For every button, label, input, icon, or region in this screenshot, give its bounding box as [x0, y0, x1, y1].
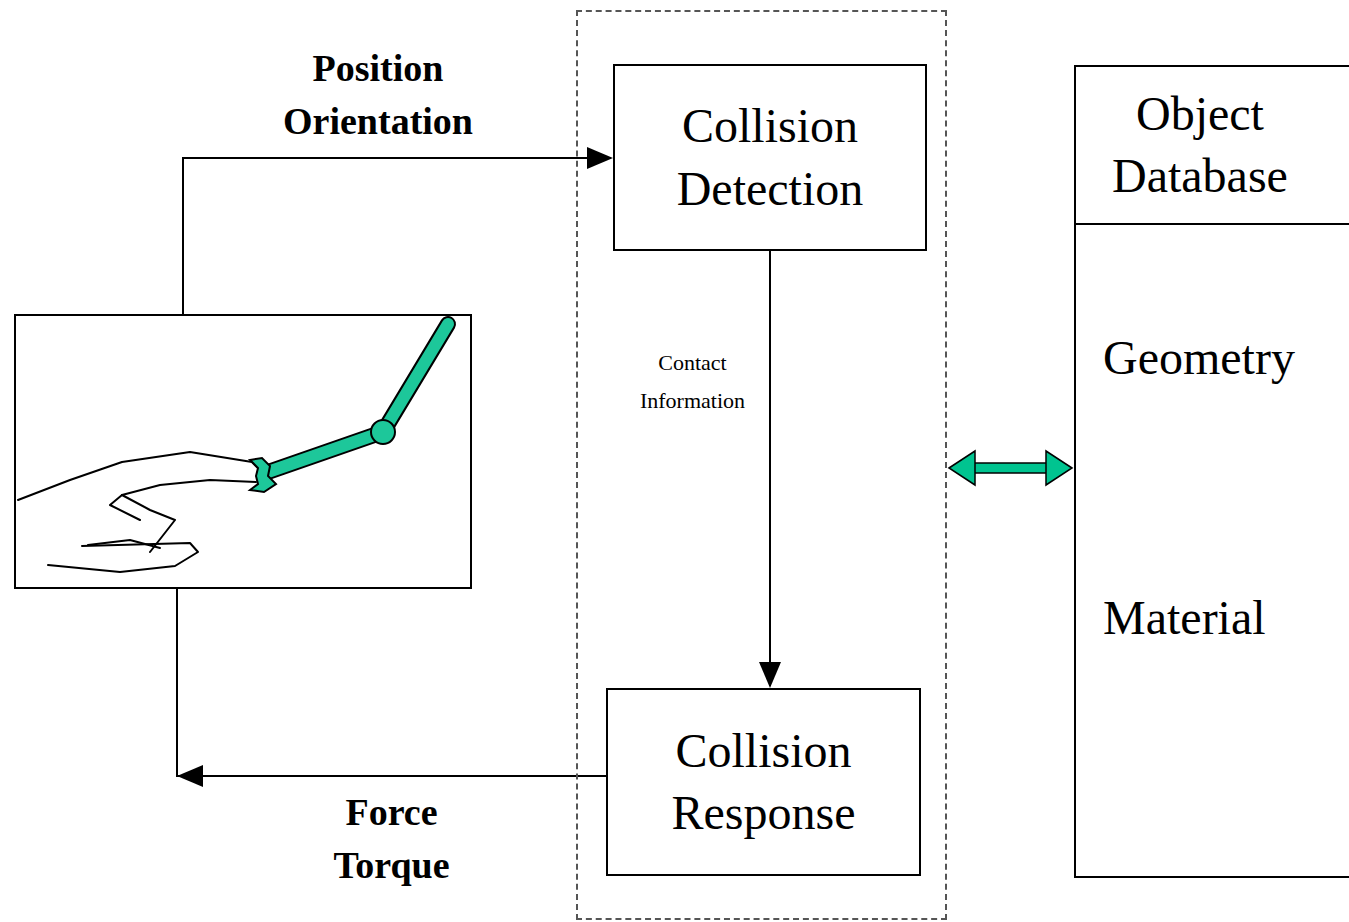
arrowhead — [1046, 451, 1072, 485]
arrowhead — [949, 451, 975, 485]
process-box: Collision Response — [606, 688, 921, 876]
arrowhead — [759, 662, 781, 688]
arrowhead — [177, 765, 203, 787]
connector — [949, 451, 1072, 485]
collision-group: Collision DetectionCollision Response — [576, 10, 947, 920]
database-field: Material — [1103, 589, 1266, 647]
haptic-device-frame — [14, 314, 472, 589]
connector — [759, 251, 781, 688]
process-box: Collision Detection — [613, 64, 927, 251]
edge-label: Contact Information — [637, 344, 748, 421]
edge-label: Force Torque — [330, 786, 452, 892]
arrowhead — [587, 147, 613, 169]
connector — [177, 589, 606, 787]
box-label: Collision Response — [672, 720, 856, 845]
box-label: Collision Detection — [677, 95, 864, 220]
database-title: Object Database — [1112, 83, 1288, 208]
edge-label: Position Orientation — [280, 42, 476, 148]
database-header: Object Database — [1076, 67, 1349, 225]
database-box: Object DatabaseGeometryMaterial — [1074, 65, 1349, 878]
database-field: Geometry — [1103, 329, 1295, 387]
connector — [183, 147, 613, 314]
